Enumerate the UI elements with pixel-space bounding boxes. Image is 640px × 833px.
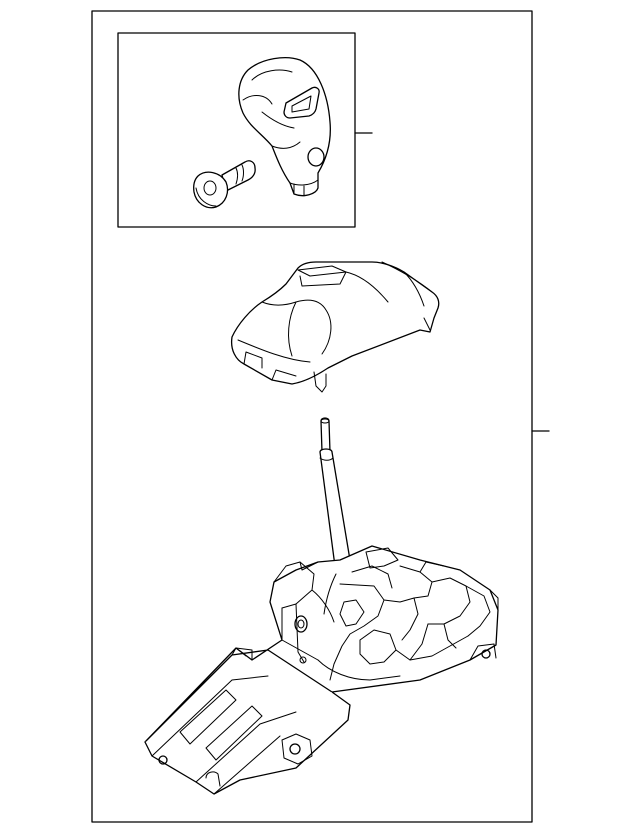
knob-inset-frame (117, 32, 356, 228)
shifter-assembly-drawing (144, 417, 499, 795)
shifter-cover-drawing (230, 261, 440, 393)
knob-bolt-drawing (192, 160, 256, 209)
assembly-frame (91, 10, 533, 823)
shift-knob-drawing (238, 57, 331, 197)
knob-inset (117, 32, 356, 228)
